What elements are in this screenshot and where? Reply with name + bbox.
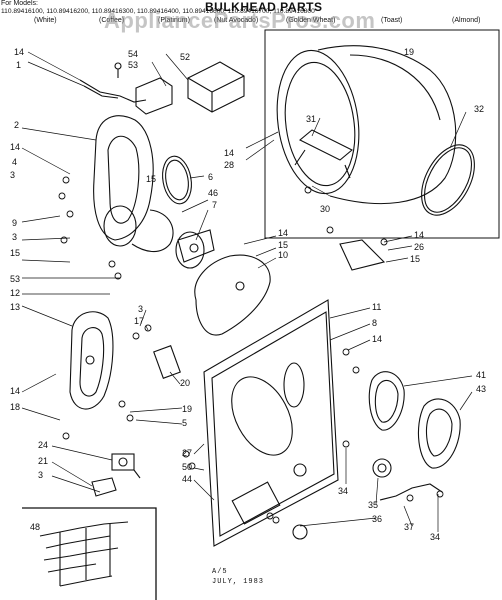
model-color-2: (Coffee)	[99, 17, 125, 24]
callout-3d: 3	[38, 470, 43, 480]
callout-14c: 14	[10, 142, 20, 152]
callout-48: 48	[30, 522, 40, 532]
thermostat	[91, 477, 117, 497]
blower-wheel	[103, 205, 215, 269]
callout-32: 32	[474, 104, 484, 114]
model-color-5: (Golden Wheat)	[286, 17, 336, 24]
callout-3b: 3	[12, 232, 17, 242]
model-color-6: (Toast)	[381, 17, 403, 24]
callout-46: 46	[208, 188, 218, 198]
model-color-7: (Almond)	[452, 17, 481, 24]
callout-34: 34	[338, 486, 348, 496]
callout-43: 43	[476, 384, 486, 394]
callout-2: 2	[14, 120, 19, 130]
blower-housing	[93, 115, 154, 241]
drum	[276, 45, 457, 205]
callout-11: 11	[372, 302, 381, 312]
callout-5: 5	[182, 418, 187, 428]
callout-20: 20	[180, 378, 190, 388]
callout-35: 35	[368, 500, 378, 510]
callout-7: 7	[212, 200, 217, 210]
callout-28: 28	[224, 160, 234, 170]
model-color-1: (White)	[34, 17, 57, 24]
callout-14f: 14	[372, 334, 382, 344]
diagram-title: BULKHEAD PARTS	[205, 0, 323, 14]
watermark: AppliancePartsPros.com	[104, 8, 376, 33]
callout-30: 30	[320, 204, 330, 214]
front-seal	[162, 155, 192, 205]
callout-15d: 15	[10, 248, 20, 258]
callout-15c: 15	[410, 254, 420, 264]
blower-cover	[194, 254, 271, 336]
seal-arc	[131, 209, 174, 253]
footer-date: JULY, 1983	[212, 578, 265, 586]
heater-box	[187, 61, 245, 113]
callout-26: 26	[414, 242, 424, 252]
callout-21: 21	[38, 456, 48, 466]
callout-36: 36	[372, 514, 382, 524]
lint-screen-grille	[153, 345, 181, 379]
callout-52: 52	[180, 52, 190, 62]
callout-17: 17	[134, 316, 144, 326]
callout-19: 19	[404, 47, 414, 57]
wiring-harness-bottom	[372, 458, 443, 501]
callout-3: 3	[10, 170, 15, 180]
model-color-4: (Nut Avocado)	[214, 17, 259, 24]
callout-44: 44	[182, 474, 192, 484]
inset-wiring-box	[22, 507, 157, 600]
models-line: 110.89416100, 110.89416200, 110.89416300…	[1, 8, 315, 15]
callout-50: 50	[182, 462, 192, 472]
callout-15b: 15	[278, 240, 288, 250]
callout-6: 6	[208, 172, 213, 182]
callout-31: 31	[306, 114, 316, 124]
bearing-bracket	[339, 239, 386, 271]
lint-duct	[69, 311, 114, 410]
callout-34b: 34	[430, 532, 440, 542]
callout-14b: 14	[224, 148, 234, 158]
callout-53b: 53	[10, 274, 20, 284]
callout-41: 41	[476, 370, 486, 380]
callout-3c: 3	[138, 304, 143, 314]
callout-14g: 14	[10, 386, 20, 396]
front-bulkhead	[203, 299, 339, 547]
callout-54: 54	[128, 49, 138, 59]
callout-labels: 14 1 54 53 52 19 32 31 14 28 30 2 14 4 3…	[10, 47, 486, 542]
callout-15: 15	[146, 174, 156, 184]
callout-19b: 19	[182, 404, 192, 414]
bracket	[135, 77, 173, 115]
for-models-label: For Models:	[1, 0, 38, 7]
callout-53: 53	[128, 60, 138, 70]
model-color-3: (Platinum)	[158, 17, 190, 24]
callout-13: 13	[10, 302, 20, 312]
drum-detail-box	[264, 29, 500, 239]
callout-24: 24	[38, 440, 48, 450]
glide	[292, 524, 308, 540]
callout-12: 12	[10, 288, 20, 298]
callout-14e: 14	[414, 230, 424, 240]
callout-14d: 14	[278, 228, 288, 238]
callout-18: 18	[10, 402, 20, 412]
drum-seal-ring	[421, 144, 475, 216]
wiring-harness-top	[79, 62, 147, 103]
callout-37: 37	[404, 522, 414, 532]
callout-10: 10	[278, 250, 288, 260]
callout-14: 14	[14, 47, 24, 57]
callout-9: 9	[12, 218, 17, 228]
callout-1: 1	[16, 60, 21, 70]
callout-27: 27	[182, 448, 192, 458]
door-seal	[368, 371, 405, 431]
callout-8: 8	[372, 318, 377, 328]
motor-switch	[111, 453, 141, 479]
footer-code: A/5	[212, 568, 228, 576]
callout-4: 4	[12, 157, 17, 167]
door-seal-assembly	[417, 398, 461, 469]
